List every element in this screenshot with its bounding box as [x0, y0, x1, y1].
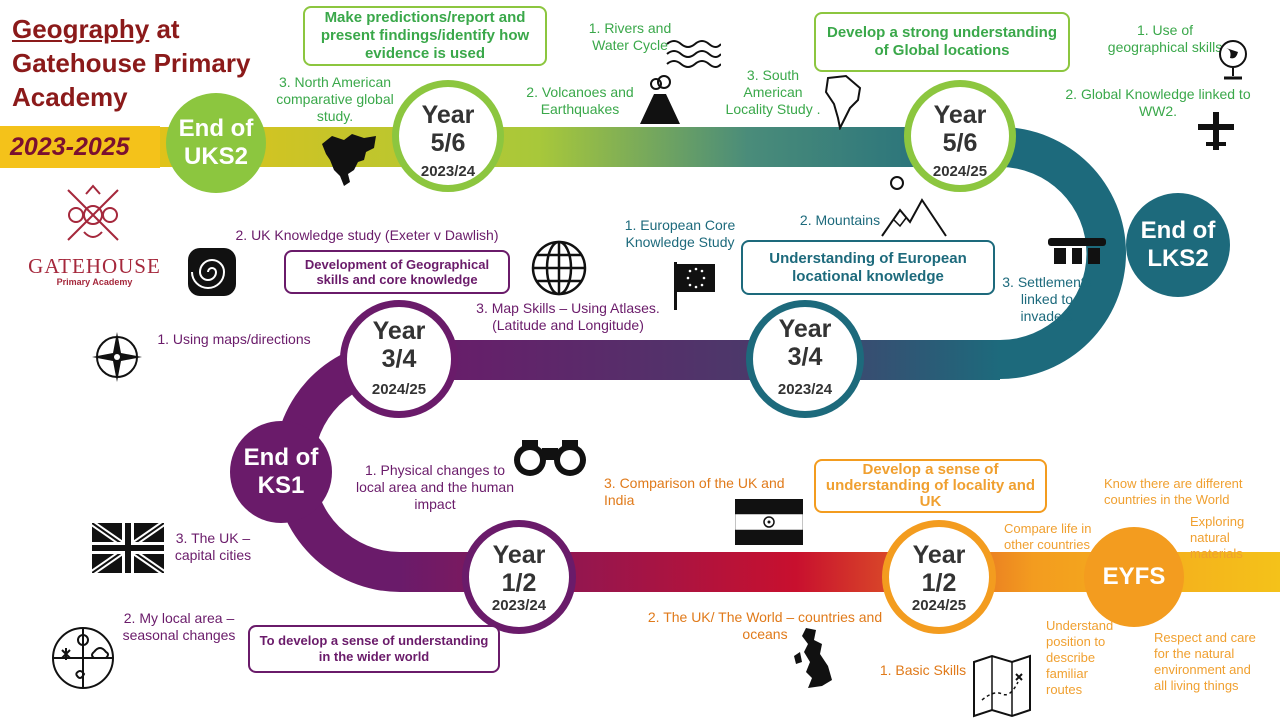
label-european-core: 1. European Core Knowledge Study: [624, 217, 736, 250]
box-wider-world: To develop a sense of understanding in t…: [248, 625, 500, 673]
box-predictions: Make predictions/report and present find…: [303, 6, 547, 66]
compass-icon: [92, 332, 142, 382]
uk-map-icon: [794, 628, 832, 688]
label-compare-life: Compare life in other countries: [1004, 521, 1092, 552]
label-map-skills: 3. Map Skills – Using Atlases. (Latitude…: [476, 300, 660, 333]
year-3-4-2024-circle: Year 3/4 2024/25: [340, 300, 458, 418]
label-local-area: 2. My local area – seasonal changes: [122, 610, 236, 643]
volcano-icon: [640, 75, 680, 124]
label-volcanoes: 2. Volcanoes and Earthquakes: [526, 84, 634, 117]
union-jack-icon: [92, 523, 164, 573]
label-uk-world: 2. The UK/ The World – countries and oce…: [647, 609, 883, 642]
label-using-maps: 1. Using maps/directions: [157, 331, 311, 347]
gatehouse-crest-icon: [58, 180, 128, 250]
treasure-map-icon: [973, 654, 1031, 718]
india-flag-icon: [735, 499, 803, 545]
water-waves-icon: [666, 40, 721, 68]
stonehenge-icon: [1048, 238, 1106, 264]
node-eyfs: EYFS: [1084, 527, 1184, 627]
node-end-lks2: End of LKS2: [1126, 193, 1230, 297]
label-physical-changes: 1. Physical changes to local area and th…: [356, 462, 514, 512]
north-america-icon: [322, 134, 376, 186]
box-geographical-skills: Development of Geographical skills and c…: [284, 250, 510, 294]
label-position: Understand position to describe familiar…: [1046, 618, 1114, 697]
label-exploring: Exploring natural materials: [1190, 514, 1245, 561]
logo-sub: Primary Academy: [56, 277, 133, 287]
box-global-locations: Develop a strong understanding of Global…: [814, 12, 1070, 72]
label-uk-capital: 3. The UK – capital cities: [174, 530, 252, 563]
years-banner: 2023-2025: [0, 126, 160, 168]
label-uk-knowledge: 2. UK Knowledge study (Exeter v Dawlish): [235, 227, 499, 243]
label-settlements: 3. Settlements linked to invaders: [1002, 274, 1092, 324]
page-title: Geography at Gatehouse Primary Academy: [12, 14, 251, 112]
node-end-ks1: End of KS1: [230, 421, 332, 523]
label-south-american: 3. South American Locality Study .: [725, 67, 821, 117]
year-5-6-2023-circle: Year 5/6 2023/24: [392, 80, 504, 192]
sun-icon: [890, 176, 904, 190]
label-comparison-india: 3. Comparison of the UK and India: [604, 475, 785, 508]
mountains-icon: [881, 198, 947, 237]
year-1-2-2023-circle: Year 1/2 2023/24: [462, 520, 576, 634]
world-globe-icon: [531, 240, 587, 296]
label-north-american: 3. North American comparative global stu…: [276, 74, 394, 124]
year-1-2-2024-circle: Year 1/2 2024/25: [882, 520, 996, 634]
year-5-6-2024-circle: Year 5/6 2024/25: [904, 80, 1016, 192]
box-locality-uk: Develop a sense of understanding of loca…: [814, 459, 1047, 513]
label-geographical-skills: 1. Use of geographical skills: [1107, 22, 1223, 55]
year-3-4-2023-circle: Year 3/4 2023/24: [746, 300, 864, 418]
box-european-knowledge: Understanding of European locational kno…: [741, 240, 995, 295]
label-basic-skills: 1. Basic Skills: [879, 662, 967, 678]
aeroplane-icon: [1198, 112, 1234, 150]
logo-name: GATEHOUSE: [28, 254, 161, 278]
label-mountains: 2. Mountains: [799, 212, 881, 228]
fossil-icon: [188, 248, 236, 296]
label-respect: Respect and care for the natural environ…: [1154, 630, 1256, 693]
label-rivers: 1. Rivers and Water Cycle: [588, 20, 672, 53]
binoculars-icon: [514, 440, 586, 476]
label-ww2: 2. Global Knowledge linked to WW2.: [1065, 86, 1251, 119]
globe-icon: [1219, 40, 1247, 80]
seasons-weather-icon: [52, 627, 114, 689]
label-different-countries: Know there are different countries in th…: [1104, 476, 1243, 507]
eu-flag-icon: [674, 262, 715, 310]
south-america-icon: [824, 74, 862, 130]
node-end-uks2: End of UKS2: [166, 93, 266, 193]
